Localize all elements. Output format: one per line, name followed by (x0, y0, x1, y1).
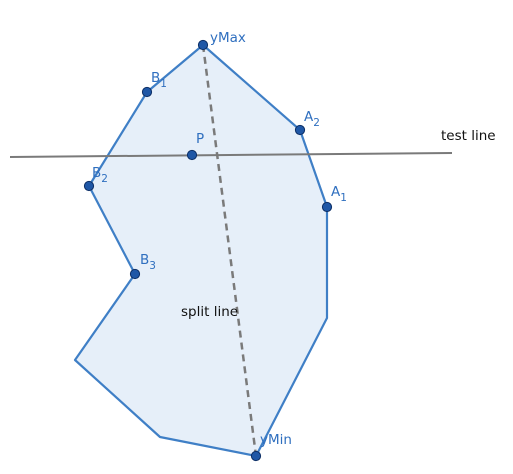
label-b2: B2 (92, 165, 108, 185)
test-line (9, 152, 453, 158)
label-a1: A1 (331, 184, 347, 204)
point-b1 (141, 86, 153, 98)
point-b2 (83, 180, 95, 192)
label-b3: B3 (140, 252, 156, 272)
label-b1: B1 (151, 70, 167, 90)
label-p: P (196, 131, 204, 147)
point-ymin (250, 450, 262, 462)
label-a2: A2 (304, 109, 320, 129)
point-a1 (321, 201, 333, 213)
split-line (201, 44, 258, 457)
point-a2 (294, 124, 306, 136)
label-ymin: yMin (260, 432, 292, 448)
label-split-line: split line (181, 304, 238, 320)
point-b3 (129, 268, 141, 280)
label-ymax: yMax (210, 30, 246, 46)
point-p (186, 149, 198, 161)
point-ymax (197, 39, 209, 51)
polygon-shape (73, 43, 329, 458)
label-test-line: test line (441, 128, 496, 144)
